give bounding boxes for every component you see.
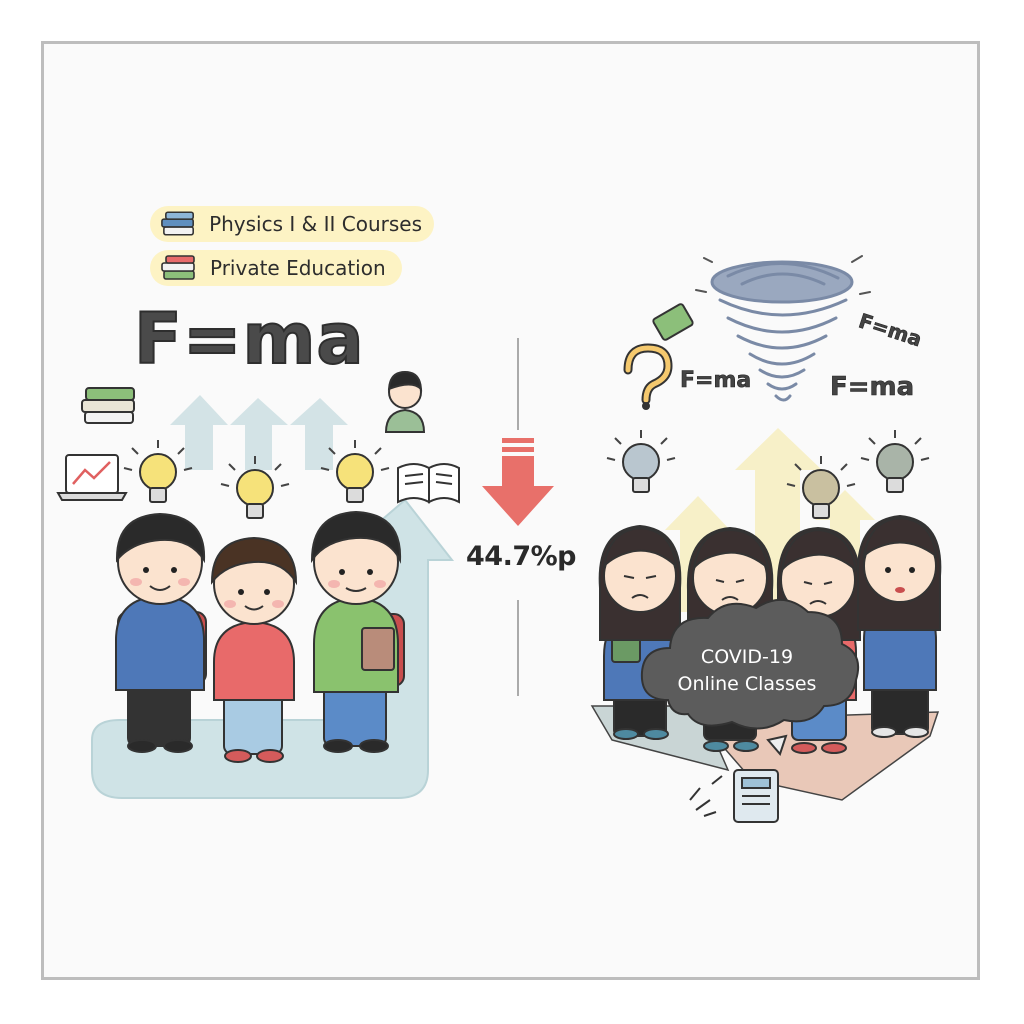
down-arrow-icon bbox=[482, 438, 554, 526]
formula-chaos-3: F=ma bbox=[830, 372, 915, 403]
cloud-line-2: Online Classes bbox=[677, 673, 817, 695]
lightbulb-icon bbox=[220, 456, 290, 519]
private-education-label: Private Education bbox=[210, 256, 386, 280]
lightbulb-icon bbox=[320, 440, 390, 503]
student-left-1 bbox=[115, 512, 207, 753]
tornado-icon bbox=[695, 255, 871, 402]
lightbulb-icon bbox=[606, 430, 676, 493]
covid-cloud bbox=[640, 599, 860, 730]
formula-main: F=ma bbox=[133, 297, 365, 381]
student-left-2 bbox=[210, 536, 298, 763]
laptop-chart-icon bbox=[56, 454, 128, 501]
open-book-icon bbox=[397, 463, 460, 504]
books-icon bbox=[652, 303, 694, 341]
student-right-4 bbox=[856, 514, 942, 738]
lightbulb-icon bbox=[786, 456, 856, 519]
cloud-line-1: COVID-19 bbox=[700, 646, 794, 668]
physics-courses-label: Physics I & II Courses bbox=[209, 212, 422, 236]
question-mark-icon bbox=[623, 343, 673, 410]
covid-cloud-label: COVID-19 Online Classes bbox=[652, 644, 842, 698]
formula-chaos-1: F=ma bbox=[680, 368, 752, 394]
up-arrows-left bbox=[170, 395, 348, 470]
physics-courses-badge: Physics I & II Courses bbox=[150, 206, 434, 242]
broken-book-icon bbox=[689, 734, 788, 823]
teacher-icon bbox=[384, 370, 426, 433]
lightbulb-icon bbox=[860, 430, 930, 493]
decline-percentage: 44.7%p bbox=[466, 541, 577, 572]
books-icon bbox=[161, 211, 194, 236]
books-icon bbox=[81, 387, 135, 424]
private-education-badge: Private Education bbox=[150, 250, 402, 286]
student-left-3 bbox=[310, 510, 405, 753]
books-icon bbox=[161, 255, 195, 280]
lightbulb-icon bbox=[123, 440, 193, 503]
